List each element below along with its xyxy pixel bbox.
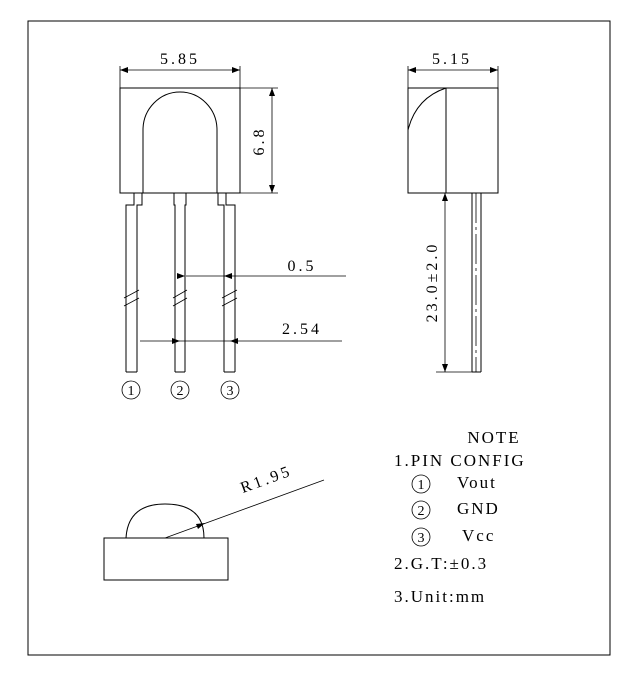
notes-unit: 3.Unit:mm [394,587,486,606]
pin-name-gnd: GND [457,499,500,518]
dim-lead-length: 23.0±2.0 [424,242,441,323]
svg-text:3: 3 [227,384,234,399]
lead-1 [123,193,143,373]
notes-tolerance: 2.G.T:±0.3 [394,554,488,573]
bottom-lens [125,503,205,539]
dim-lead-width: 0.5 [288,258,317,275]
pin-number-1: 1 [121,380,141,400]
svg-text:1: 1 [128,384,135,399]
front-view: 5.85 6.8 0.5 [119,51,346,400]
front-lens [142,91,218,193]
svg-text:1: 1 [418,478,425,493]
front-body [119,87,241,194]
side-lens [407,87,447,131]
drawing-border [27,20,611,656]
lead-2 [172,193,188,373]
lead-3 [217,193,238,373]
side-lead [471,193,482,373]
pin-number-2: 2 [170,380,190,400]
side-view: 5.15 23.0±2.0 [407,51,499,373]
pin-config-item-3: 3 Vcc [411,526,495,547]
svg-text:2: 2 [418,504,425,519]
pin-name-vcc: Vcc [462,526,495,545]
notes-block: NOTE 1.PIN CONFIG 1 Vout 2 GND 3 Vcc 2.G… [394,428,526,606]
svg-text:2: 2 [177,384,184,399]
dim-front-height: 6.8 [251,127,268,156]
dim-lens-radius: R1.95 [238,463,294,497]
lens-radius-view: R1.95 [103,463,325,581]
dim-front-width: 5.85 [160,51,200,68]
bottom-body [103,537,229,581]
pin-config-item-1: 1 Vout [411,473,497,494]
pin-config-item-2: 2 GND [411,499,500,520]
pin-name-vout: Vout [457,473,497,492]
svg-text:3: 3 [418,531,425,546]
notes-title: NOTE [467,428,520,447]
dim-pitch: 2.54 [282,321,322,338]
pin-number-3: 3 [220,380,240,400]
dim-side-width: 5.15 [432,51,472,68]
notes-pin-config: 1.PIN CONFIG [394,451,526,470]
